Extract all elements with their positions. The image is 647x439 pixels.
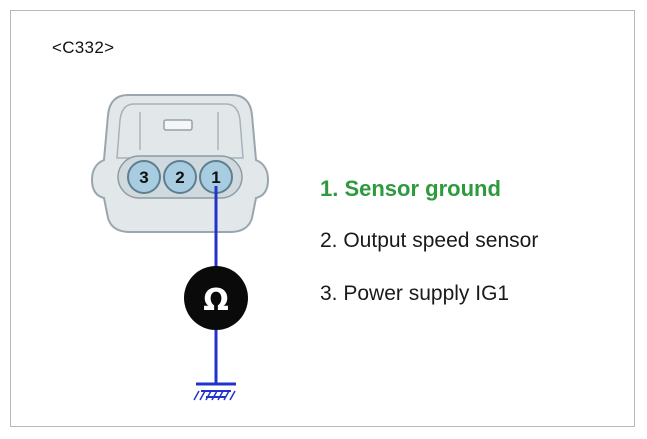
ohmmeter: Ω [184,266,248,330]
ohm-symbol-icon: Ω [203,283,229,318]
pin-description-3: 3. Power supply IG1 [320,282,510,305]
connector-code-label: <C332> [52,38,115,57]
pin-3 [127,160,161,194]
connector-pins: 3 2 1 [127,160,233,194]
pin-2 [163,160,197,194]
pin-3-label: 3 [139,168,148,187]
pin-1-label: 1 [211,168,220,187]
connector-latch [163,119,193,131]
pin-2-label: 2 [175,168,184,187]
pin-description-2: 2. Output speed sensor [320,229,539,252]
ohmmeter-body [184,266,248,330]
ground-icon [193,382,236,401]
pin-description-list: 1. Sensor ground 2. Output speed sensor … [320,176,538,335]
pin-description-1: 1. Sensor ground [320,176,501,201]
